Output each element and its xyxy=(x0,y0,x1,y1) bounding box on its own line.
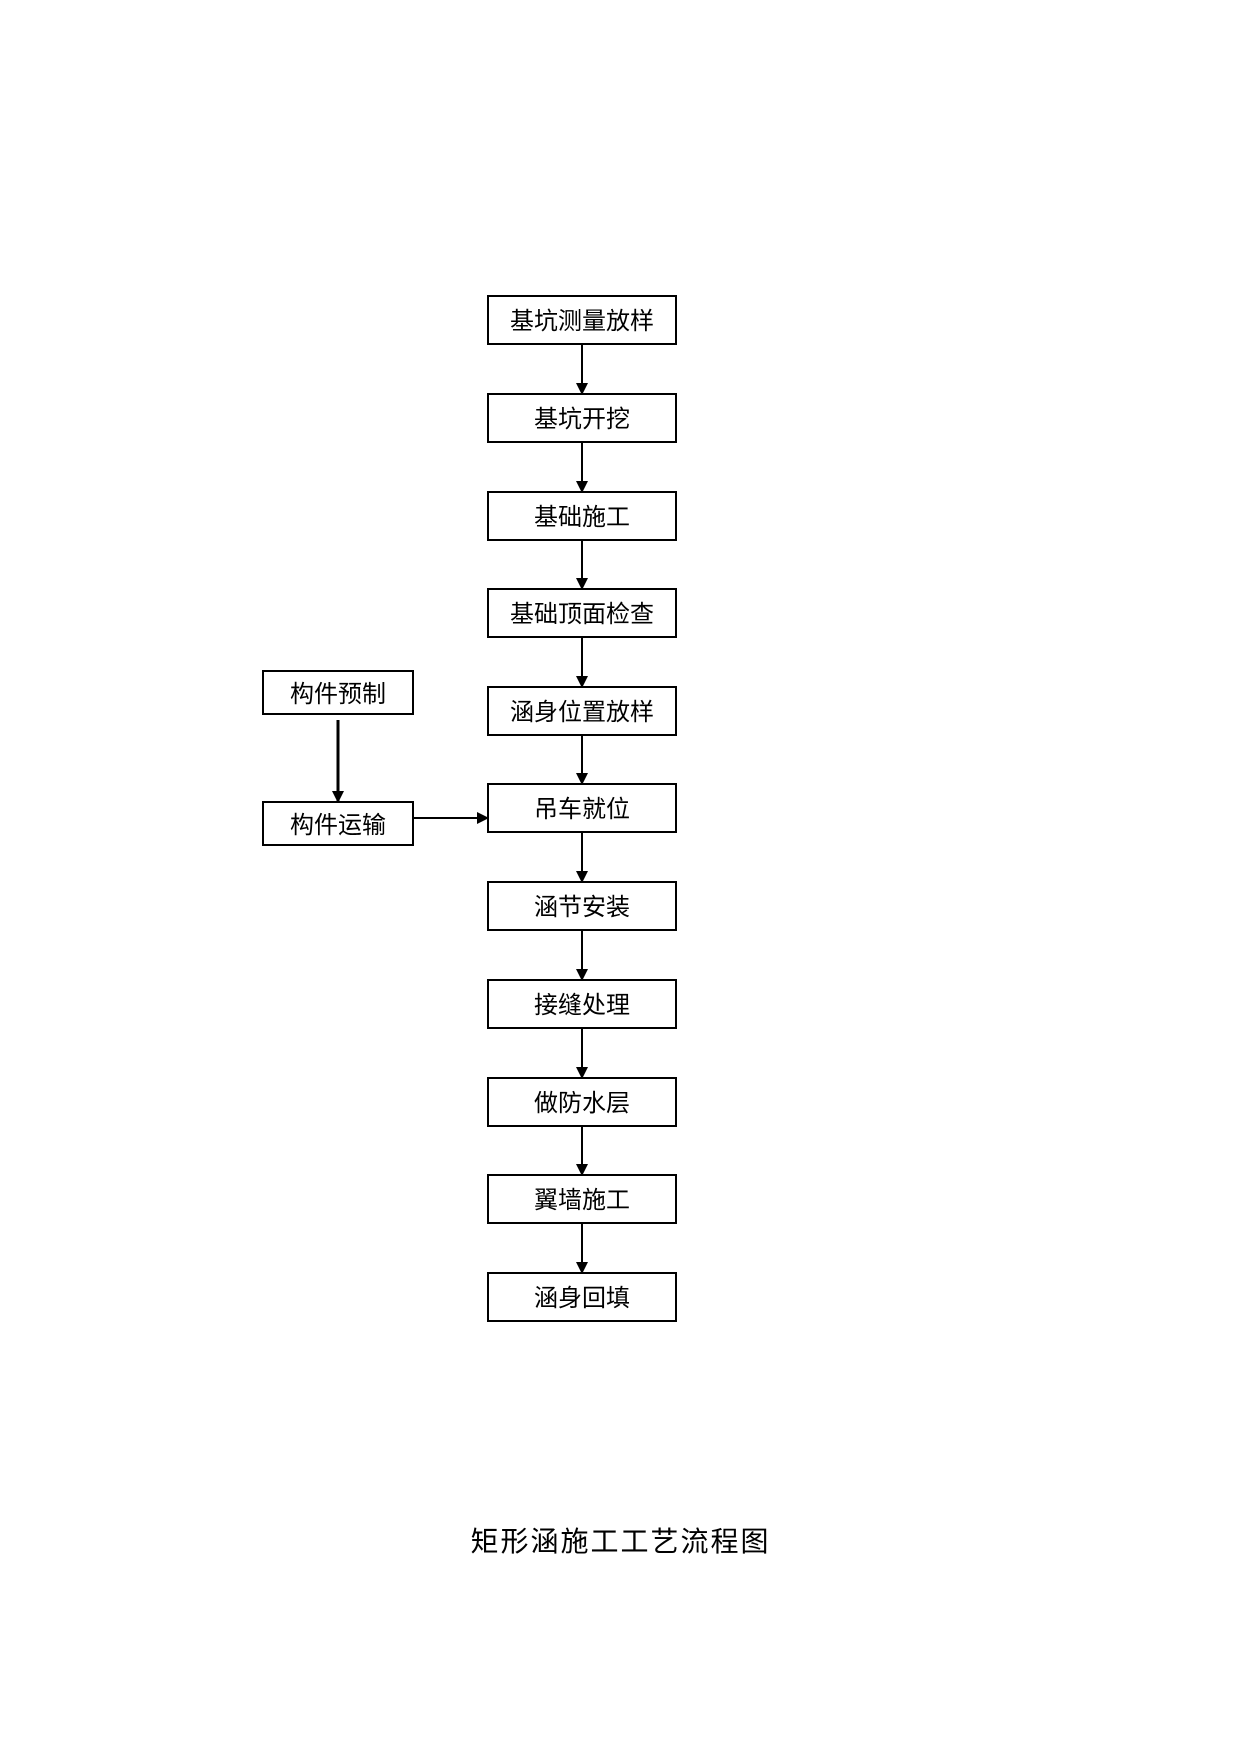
step-8-label: 接缝处理 xyxy=(534,991,630,1019)
step-6-box xyxy=(487,783,677,833)
side-step-2-label: 构件运输 xyxy=(290,811,386,839)
side-step-2-box xyxy=(262,801,414,846)
step-5: 涵身位置放样 xyxy=(487,686,677,736)
step-4: 基础顶面检查 xyxy=(487,588,677,638)
step-9-label: 做防水层 xyxy=(534,1089,630,1117)
step-3-label: 基础施工 xyxy=(534,503,630,531)
step-7-label: 涵节安装 xyxy=(534,893,630,921)
step-9: 做防水层 xyxy=(487,1077,677,1127)
step-11-box xyxy=(487,1272,677,1322)
step-7: 涵节安装 xyxy=(487,881,677,931)
step-1: 基坑测量放样 xyxy=(487,295,677,345)
step-2-box xyxy=(487,393,677,443)
step-4-box xyxy=(487,588,677,638)
side-step-1-box xyxy=(262,670,414,715)
step-4-label: 基础顶面检查 xyxy=(510,600,654,628)
step-10: 翼墙施工 xyxy=(487,1174,677,1224)
diagram-caption: 矩形涵施工工艺流程图 xyxy=(470,1525,771,1558)
step-8-box xyxy=(487,979,677,1029)
step-2-label: 基坑开挖 xyxy=(534,405,630,433)
step-11: 涵身回填 xyxy=(487,1272,677,1322)
step-10-box xyxy=(487,1174,677,1224)
step-10-label: 翼墙施工 xyxy=(534,1186,630,1214)
step-1-box xyxy=(487,295,677,345)
step-5-label: 涵身位置放样 xyxy=(510,698,654,726)
step-6-label: 吊车就位 xyxy=(534,795,630,823)
step-11-label: 涵身回填 xyxy=(534,1284,630,1312)
step-8: 接缝处理 xyxy=(487,979,677,1029)
side-step-2: 构件运输 xyxy=(262,801,414,846)
step-6: 吊车就位 xyxy=(487,783,677,833)
step-3: 基础施工 xyxy=(487,491,677,541)
step-2: 基坑开挖 xyxy=(487,393,677,443)
step-1-label: 基坑测量放样 xyxy=(510,307,654,335)
side-step-1-label: 构件预制 xyxy=(290,680,386,708)
side-step-1: 构件预制 xyxy=(262,670,414,715)
